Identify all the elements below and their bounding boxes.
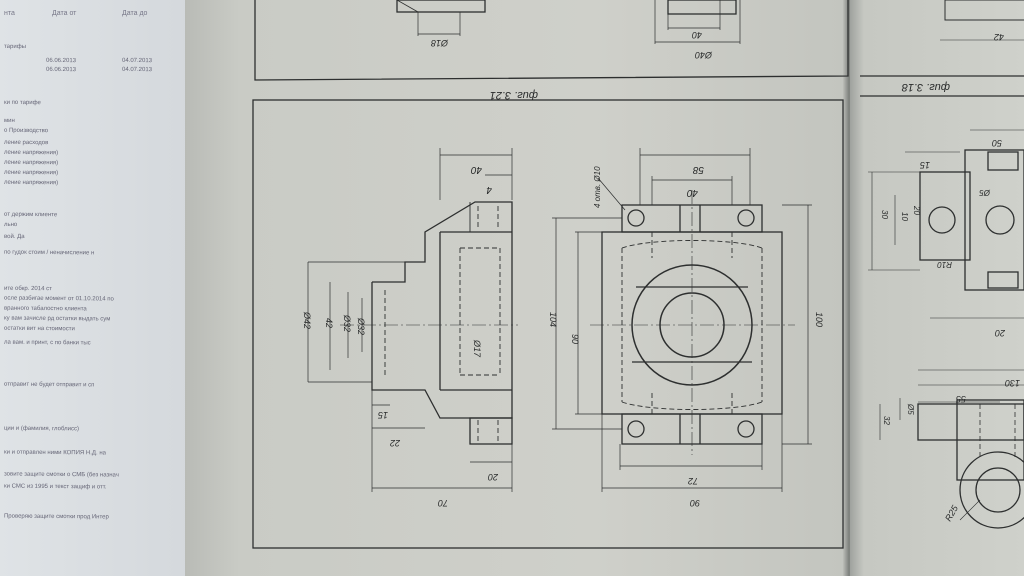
front-dim-72: 72: [688, 476, 698, 486]
caption-fig-3-18: фиг. 3.18: [901, 81, 950, 93]
right-dim-1: 50: [992, 138, 1002, 148]
right-dim-6: 20: [912, 205, 921, 215]
top-figure-frame: [254, 0, 849, 81]
front-dim-100: 100: [814, 312, 824, 327]
right-dim-5: 10: [900, 212, 909, 221]
top-dim-3: Ø40: [695, 50, 713, 60]
column-header-date-to: Дата до: [122, 10, 148, 17]
book-page-left: [185, 0, 865, 576]
right-dim-8: 20: [995, 328, 1006, 338]
side-dim-v5: Ø17: [472, 339, 482, 358]
front-view: [552, 148, 812, 492]
right-dim-3: Ø5: [979, 188, 991, 197]
right-dim-12: 32: [882, 416, 891, 425]
front-dim-90v: 90: [570, 334, 580, 344]
top-dim-2: 40: [692, 30, 702, 40]
column-header-partial: нта: [4, 10, 15, 17]
side-dim-v2: 42: [324, 318, 334, 328]
side-dim-v4: Ø32: [356, 317, 366, 335]
top-dim-1: Ø18: [431, 38, 449, 48]
front-dim-90h: 90: [690, 498, 700, 508]
right-dim-9: 130: [1005, 378, 1020, 388]
side-view: [307, 148, 518, 492]
right-dim-2: 15: [919, 160, 930, 170]
front-dim-40: 40: [686, 187, 698, 198]
front-dim-58: 58: [692, 164, 704, 175]
front-hole-note: 4 отв. Ø10: [593, 166, 602, 208]
right-dim-4: 30: [880, 210, 889, 219]
front-dim-104: 104: [548, 312, 558, 327]
side-dim-top: 40: [470, 164, 482, 175]
right-dim-13: R25: [943, 503, 960, 523]
right-dim-7: R10: [937, 260, 952, 269]
side-dim-22: 22: [390, 438, 401, 448]
caption-fig-3-21: фиг. 3.21: [490, 89, 538, 101]
right-figure-lower: [879, 369, 1024, 529]
top-dim-4: 42: [994, 32, 1004, 42]
side-dim-top-small: 4: [486, 184, 492, 195]
side-dim-20: 20: [488, 472, 499, 482]
right-figure-upper: [860, 0, 1024, 319]
side-dim-v3: Ø32: [342, 314, 352, 332]
side-dim-v1: Ø42: [302, 311, 312, 329]
side-dim-70: 70: [438, 498, 448, 508]
right-dim-10: 55: [955, 394, 966, 404]
main-figure-frame: [252, 99, 844, 549]
right-dim-11: Ø5: [906, 403, 915, 415]
side-dim-15: 15: [377, 410, 388, 420]
column-header-date-from: Дата от: [52, 10, 77, 17]
